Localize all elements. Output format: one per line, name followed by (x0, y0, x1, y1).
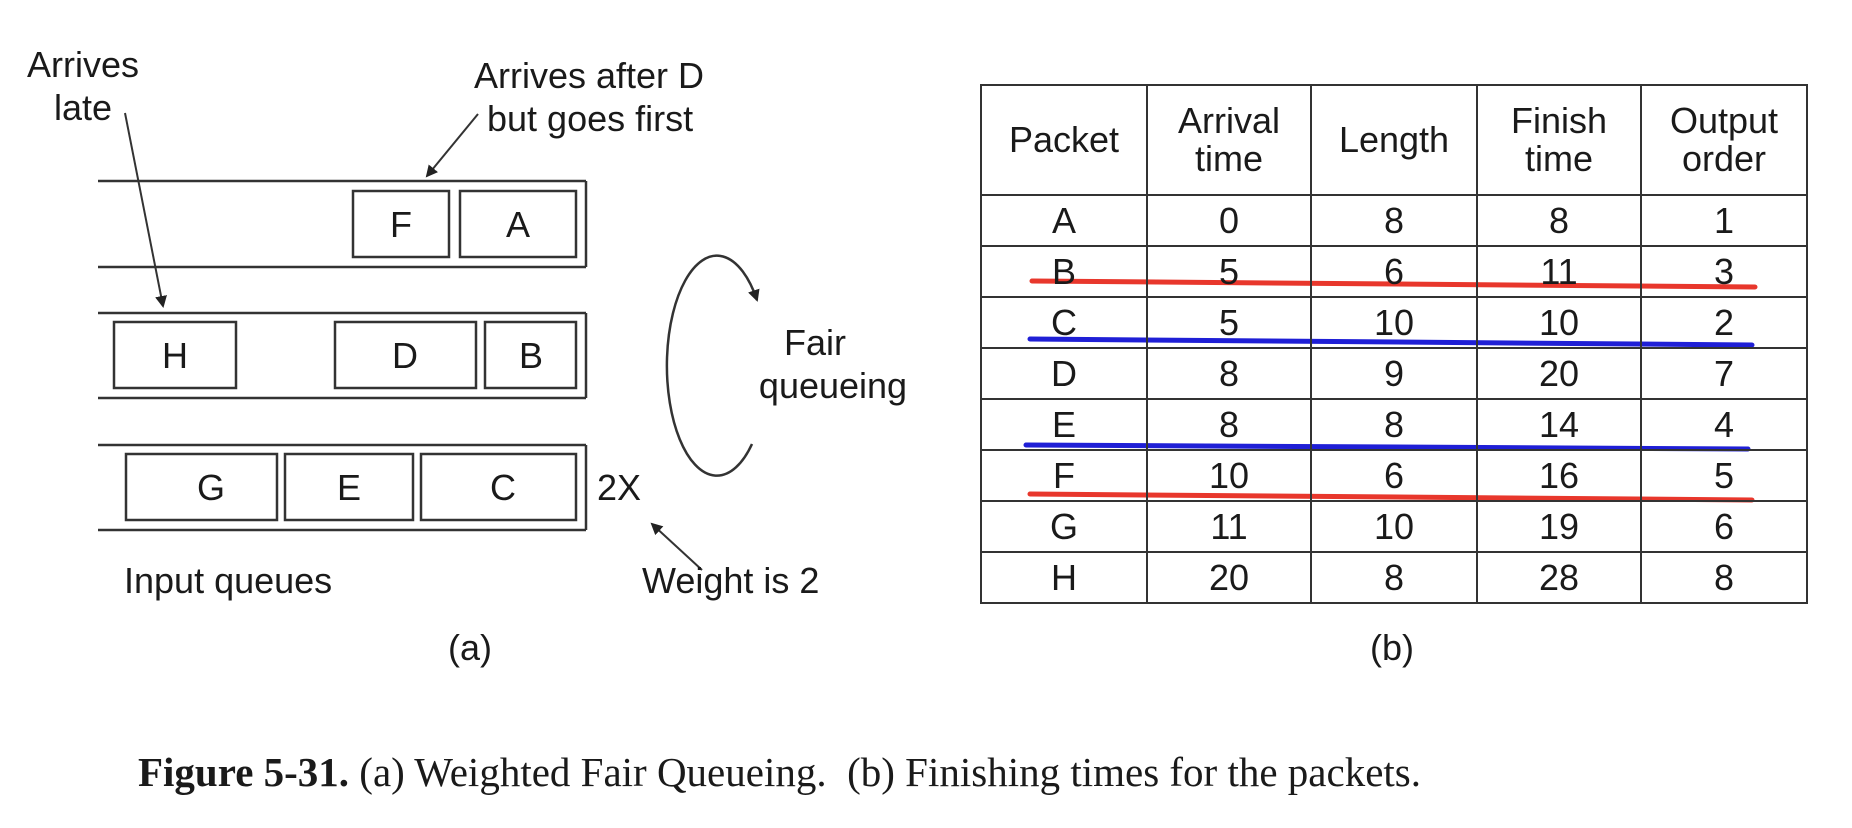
cell-arrival: 8 (1146, 347, 1312, 400)
cell-arrival: 5 (1146, 296, 1312, 349)
cell-output: 7 (1640, 347, 1808, 400)
input-queues-label: Input queues (124, 560, 333, 601)
cell-finish: 28 (1476, 551, 1642, 604)
arrives-after-label-line1: Arrives after D (474, 55, 705, 96)
cell-length: 6 (1310, 245, 1478, 298)
packet-label: H (162, 335, 188, 376)
cell-arrival: 0 (1146, 194, 1312, 247)
cell-finish: 20 (1476, 347, 1642, 400)
packet-box-E (283, 452, 415, 522)
cell-output: 5 (1640, 449, 1808, 502)
packet-box-H (112, 320, 238, 390)
table-row: H 20 8 28 8 (980, 551, 1808, 604)
col-header-length: Length (1310, 84, 1478, 196)
cell-length: 6 (1310, 449, 1478, 502)
cell-finish: 19 (1476, 500, 1642, 553)
packet-box-B (483, 320, 578, 390)
cell-finish: 11 (1476, 245, 1642, 298)
cell-arrival: 11 (1146, 500, 1312, 553)
arrives-after-label-line2: but goes first (487, 98, 694, 139)
table-row: E 8 8 14 4 (980, 398, 1808, 451)
packet-box-A (458, 189, 578, 259)
cell-arrival: 5 (1146, 245, 1312, 298)
cell-packet: B (980, 245, 1148, 298)
cell-length: 10 (1310, 296, 1478, 349)
cell-packet: D (980, 347, 1148, 400)
cell-packet: G (980, 500, 1148, 553)
fair-queueing-label-line1: Fair (784, 322, 846, 363)
cell-arrival: 20 (1146, 551, 1312, 604)
cell-packet: C (980, 296, 1148, 349)
packet-label: D (392, 335, 418, 376)
cell-output: 4 (1640, 398, 1808, 451)
packet-box-C (419, 452, 578, 522)
cell-output: 3 (1640, 245, 1808, 298)
cell-length: 9 (1310, 347, 1478, 400)
subfigure-b-label: (b) (1370, 627, 1414, 668)
col-header-packet: Packet (980, 84, 1148, 196)
table-row: F 10 6 16 5 (980, 449, 1808, 502)
cell-length: 10 (1310, 500, 1478, 553)
cell-finish: 14 (1476, 398, 1642, 451)
packet-box-D (333, 320, 478, 390)
cell-arrival: 8 (1146, 398, 1312, 451)
cell-output: 1 (1640, 194, 1808, 247)
cell-length: 8 (1310, 194, 1478, 247)
cell-packet: E (980, 398, 1148, 451)
weight-arrow (650, 522, 703, 571)
arrives-late-arrow (124, 112, 167, 308)
packet-label: C (490, 467, 516, 508)
figure-caption: Figure 5-31. (a) Weighted Fair Queueing.… (138, 748, 1421, 796)
weight-label: Weight is 2 (642, 560, 820, 601)
cell-output: 2 (1640, 296, 1808, 349)
cell-output: 6 (1640, 500, 1808, 553)
cell-packet: H (980, 551, 1148, 604)
table-row: C 5 10 10 2 (980, 296, 1808, 349)
cell-finish: 16 (1476, 449, 1642, 502)
cell-length: 8 (1310, 551, 1478, 604)
table-row: B 5 6 11 3 (980, 245, 1808, 298)
cell-finish: 10 (1476, 296, 1642, 349)
packet-label: F (390, 204, 412, 245)
cell-length: 8 (1310, 398, 1478, 451)
subfigure-a-label: (a) (448, 627, 492, 668)
weight-mark: 2X (597, 467, 642, 508)
table-row: A 0 8 8 1 (980, 194, 1808, 247)
arrives-late-label-line1: Arrives (26, 44, 140, 85)
packet-label: B (518, 335, 544, 376)
cell-packet: A (980, 194, 1148, 247)
table-row: G 11 10 19 6 (980, 500, 1808, 553)
table-row: D 8 9 20 7 (980, 347, 1808, 400)
cell-finish: 8 (1476, 194, 1642, 247)
packet-label: G (196, 467, 226, 508)
arrives-late-label-line2: late (53, 87, 113, 128)
fair-queueing-cycle-arrow (665, 254, 760, 477)
packet-box-G (124, 452, 279, 522)
figure-caption-text: (a) Weighted Fair Queueing. (b) Finishin… (359, 749, 1421, 795)
packet-label: E (336, 467, 362, 508)
arrives-after-arrow (425, 113, 479, 178)
cell-output: 8 (1640, 551, 1808, 604)
packet-box-F (351, 189, 451, 259)
cell-packet: F (980, 449, 1148, 502)
fair-queueing-label-line2: queueing (758, 365, 908, 406)
figure-number: Figure 5-31. (138, 749, 350, 795)
packet-label: A (505, 204, 531, 245)
cell-arrival: 10 (1146, 449, 1312, 502)
